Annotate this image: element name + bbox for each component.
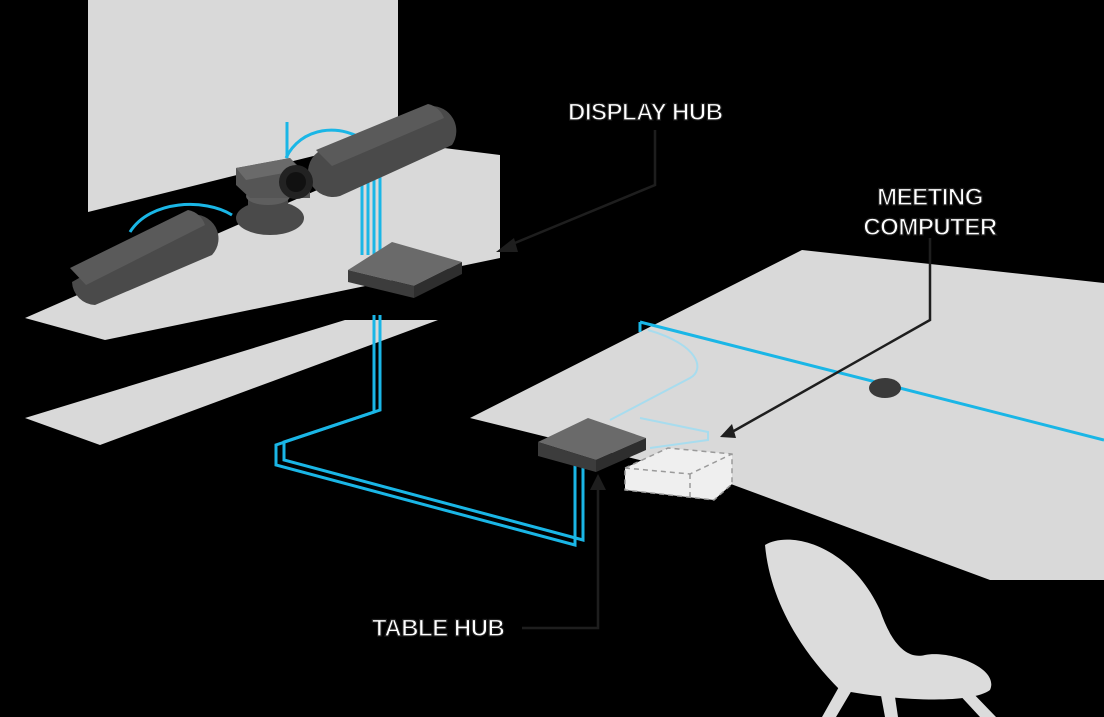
callout-arrowheads bbox=[496, 238, 736, 490]
meeting-table bbox=[470, 250, 1104, 580]
meeting-computer-label-line1: MEETING bbox=[876, 183, 984, 211]
table-thin-cable bbox=[609, 329, 709, 449]
meeting-computer-label: MEETING COMPUTER bbox=[850, 183, 1010, 243]
table-hub-device bbox=[538, 418, 646, 472]
speaker-left bbox=[70, 210, 219, 305]
display-hub-device bbox=[348, 242, 462, 298]
table-hub-label: TABLE HUB bbox=[371, 614, 505, 642]
chair bbox=[765, 539, 996, 717]
meeting-computer-label-line2: COMPUTER bbox=[863, 213, 998, 241]
speaker-right bbox=[308, 104, 457, 197]
meeting-computer-device bbox=[624, 447, 733, 501]
camera bbox=[236, 158, 313, 235]
table-grommet bbox=[869, 378, 901, 398]
display-screen bbox=[88, 0, 398, 212]
display-hub-label: DISPLAY HUB bbox=[567, 98, 723, 126]
lower-shelf bbox=[25, 320, 438, 445]
callout-lines bbox=[509, 130, 932, 630]
table-cable bbox=[638, 320, 1104, 442]
